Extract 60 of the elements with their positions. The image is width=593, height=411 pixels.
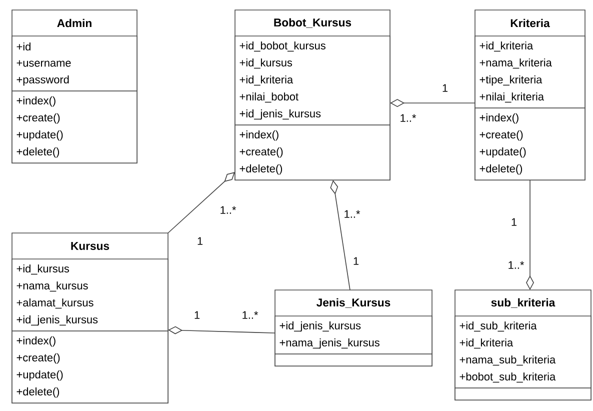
method-text: +delete() — [16, 387, 60, 398]
method-text: +update() — [480, 147, 526, 158]
method-text: +index() — [480, 113, 518, 124]
method-text: +update() — [16, 370, 63, 381]
method-text: +create() — [16, 113, 60, 124]
multiplicity-label: 1..* — [242, 311, 258, 319]
attribute-text: +password — [16, 75, 69, 86]
aggregation-line — [390, 99, 476, 107]
multiplicity-label: 1 — [354, 257, 358, 265]
attribute-text: +alamat_kursus — [16, 298, 94, 309]
method-text: +index() — [16, 336, 56, 347]
class-name: Bobot_Kursus — [274, 18, 352, 28]
attribute-text: +nilai_bobot — [240, 92, 298, 103]
attribute-text: +nama_jenis_kursus — [280, 338, 380, 349]
attribute-text: +id_sub_kriteria — [460, 321, 537, 332]
attribute-text: +id_kriteria — [480, 41, 534, 52]
class-name: Admin — [57, 18, 92, 28]
class-name: Kriteria — [510, 18, 550, 28]
method-text: +create() — [240, 147, 283, 158]
multiplicity-label: 1..* — [344, 210, 360, 218]
method-text: +create() — [480, 130, 523, 141]
aggregation-line — [526, 180, 534, 290]
multiplicity-label: 1 — [442, 84, 448, 92]
empty-compartment — [274, 354, 432, 366]
method-text: +delete() — [16, 147, 60, 158]
attribute-text: +id_kursus — [240, 58, 292, 69]
multiplicity-label: 1..* — [508, 261, 524, 269]
attribute-text: +username — [16, 60, 71, 67]
attribute-text: +nama_sub_kriteria — [460, 355, 556, 366]
attribute-text: +bobot_sub_kriteria — [460, 372, 556, 383]
attribute-text: +id — [16, 42, 30, 51]
method-text: +delete() — [480, 164, 522, 175]
aggregation-line — [330, 180, 350, 290]
empty-compartment — [454, 388, 592, 400]
method-text: +create() — [16, 353, 60, 364]
method-text: +update() — [16, 130, 63, 141]
aggregation-line — [168, 326, 276, 334]
attribute-text: +nama_kursus — [16, 281, 88, 292]
attribute-text: +id_jenis_kursus — [280, 321, 361, 332]
attribute-text: +id_kriteria — [240, 75, 294, 86]
attribute-text: +id_jenis_kursus — [16, 315, 98, 326]
aggregation-line — [168, 172, 235, 234]
multiplicity-label: 1..* — [220, 206, 236, 214]
multiplicity-label: 1 — [198, 237, 202, 245]
attribute-text: +id_kursus — [16, 264, 70, 275]
method-text: +index() — [16, 96, 56, 107]
attribute-text: +id_bobot_kursus — [240, 41, 326, 52]
class-name: Kursus — [71, 242, 110, 250]
multiplicity-label: 1 — [194, 311, 200, 319]
attribute-text: +tipe_kriteria — [480, 75, 542, 86]
attribute-text: +nama_kriteria — [480, 58, 552, 69]
attribute-text: +id_jenis_kursus — [240, 109, 321, 120]
method-text: +index() — [240, 130, 278, 141]
multiplicity-label: 1 — [512, 218, 516, 226]
attribute-text: +id_kriteria — [460, 338, 514, 349]
class-name: sub_kriteria — [491, 298, 556, 308]
class-name: Jenis_Kursus — [316, 298, 390, 308]
multiplicity-label: 1..* — [400, 114, 416, 122]
method-text: +delete() — [240, 164, 282, 175]
attribute-text: +nilai_kriteria — [480, 92, 544, 103]
